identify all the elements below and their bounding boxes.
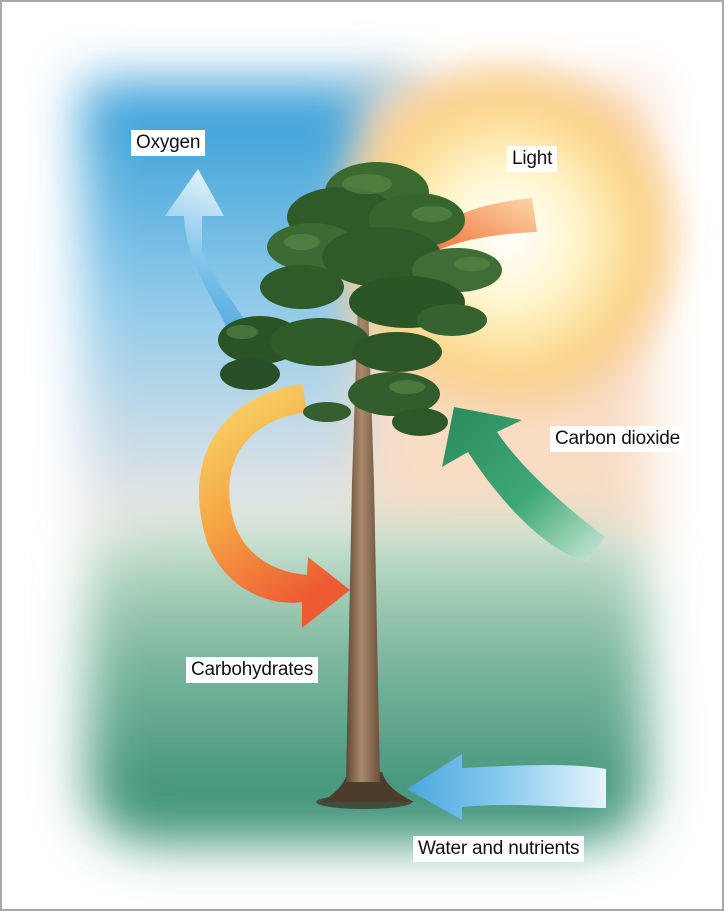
label-water-and-nutrients: Water and nutrients (413, 836, 584, 862)
label-oxygen: Oxygen (131, 130, 205, 156)
label-carbon-dioxide: Carbon dioxide (550, 426, 685, 452)
label-carbohydrates: Carbohydrates (186, 657, 318, 683)
label-light: Light (507, 146, 557, 172)
